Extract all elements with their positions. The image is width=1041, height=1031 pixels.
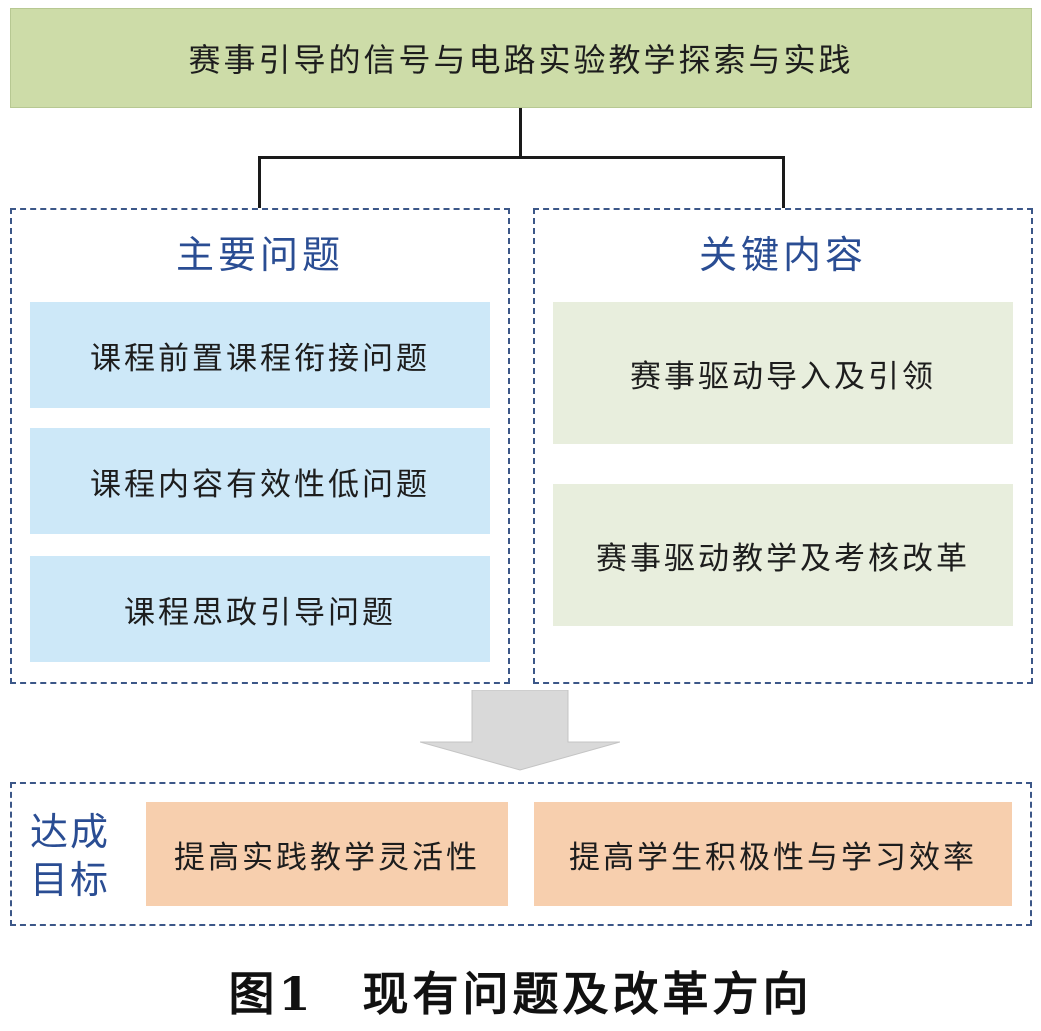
main-problems-group: 主要问题 xyxy=(10,208,510,684)
key-content-title: 关键内容 xyxy=(698,233,867,277)
connector-vertical-main xyxy=(519,108,522,158)
goal-item-label: 提高实践教学灵活性 xyxy=(174,839,480,876)
problem-item: 课程前置课程衔接问题 xyxy=(30,302,490,408)
key-content-group: 关键内容 xyxy=(533,208,1033,684)
problem-item: 课程思政引导问题 xyxy=(30,556,490,662)
connector-right-drop xyxy=(782,156,785,208)
content-item-label: 赛事驱动教学及考核改革 xyxy=(596,540,970,577)
connector-left-drop xyxy=(258,156,261,208)
goal-item-label: 提高学生积极性与学习效率 xyxy=(569,839,977,876)
problem-item-label: 课程思政引导问题 xyxy=(124,594,396,631)
figure-caption: 图1 现有问题及改革方向 xyxy=(0,958,1041,1024)
goals-label: 达成 目标 xyxy=(30,808,110,904)
main-problems-title: 主要问题 xyxy=(175,233,344,277)
goals-label-line2: 目标 xyxy=(30,858,111,902)
goals-group xyxy=(10,782,1032,926)
figure-number: 图1 xyxy=(228,967,315,1021)
top-title-box: 赛事引导的信号与电路实验教学探索与实践 xyxy=(10,8,1032,108)
figure-caption-text: 现有问题及改革方向 xyxy=(362,967,813,1021)
goals-label-line1: 达成 xyxy=(30,810,111,854)
problem-item-label: 课程内容有效性低问题 xyxy=(90,466,430,503)
content-item: 赛事驱动导入及引领 xyxy=(553,302,1013,444)
problem-item: 课程内容有效性低问题 xyxy=(30,428,490,534)
content-item-label: 赛事驱动导入及引领 xyxy=(630,358,936,395)
problem-item-label: 课程前置课程衔接问题 xyxy=(90,340,430,377)
goal-item: 提高实践教学灵活性 xyxy=(146,802,508,906)
down-arrow-icon xyxy=(420,690,620,771)
content-item: 赛事驱动教学及考核改革 xyxy=(553,484,1013,626)
connector-horizontal xyxy=(258,156,785,159)
top-title: 赛事引导的信号与电路实验教学探索与实践 xyxy=(188,41,854,79)
goal-item: 提高学生积极性与学习效率 xyxy=(534,802,1012,906)
